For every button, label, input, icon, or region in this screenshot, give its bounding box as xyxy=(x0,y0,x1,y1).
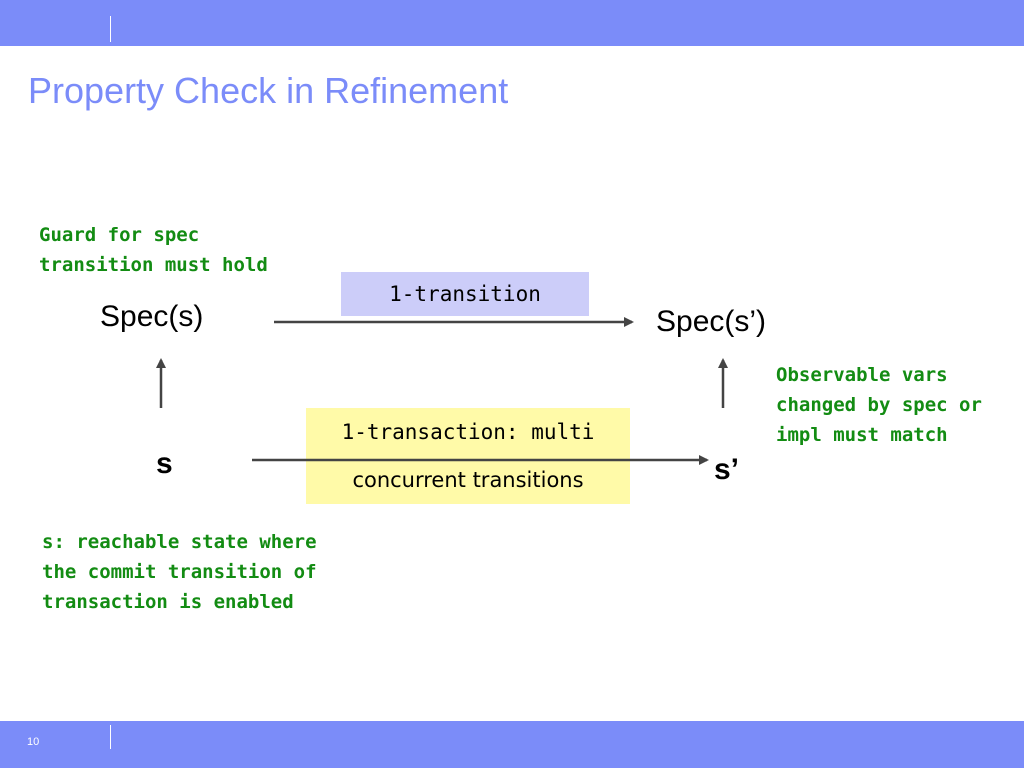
footer-bar: 10 xyxy=(0,721,1024,768)
transition-label: 1-transition xyxy=(341,272,589,316)
page-number: 10 xyxy=(27,736,40,748)
header-divider xyxy=(110,16,111,42)
s-prime-label: s’ xyxy=(714,453,740,486)
reachable-note: s: reachable state where the commit tran… xyxy=(42,527,317,617)
transaction-label: 1-transaction: multi concurrent transiti… xyxy=(306,408,630,504)
reachable-note-line: transaction is enabled xyxy=(42,591,294,613)
transaction-label-line1: 1-transaction: multi xyxy=(341,420,595,444)
reachable-note-line: s: reachable state where xyxy=(42,531,317,553)
s-label: s xyxy=(156,447,173,480)
observable-note-line: Observable vars xyxy=(776,364,948,386)
reachable-note-line: the commit transition of xyxy=(42,561,317,583)
spec-s-prime-label: Spec(s’) xyxy=(656,305,767,338)
guard-note: Guard for spec transition must hold xyxy=(39,220,268,280)
guard-note-line: Guard for spec xyxy=(39,224,200,246)
footer-divider xyxy=(110,725,111,749)
transaction-label-line2: concurrent transitions xyxy=(352,468,584,492)
guard-note-line: transition must hold xyxy=(39,254,268,276)
header-bar xyxy=(0,0,1024,46)
spec-s-label: Spec(s) xyxy=(100,300,204,333)
observable-note: Observable vars changed by spec or impl … xyxy=(776,360,982,450)
observable-note-line: changed by spec or xyxy=(776,394,982,416)
observable-note-line: impl must match xyxy=(776,424,948,446)
slide-title: Property Check in Refinement xyxy=(28,70,509,111)
